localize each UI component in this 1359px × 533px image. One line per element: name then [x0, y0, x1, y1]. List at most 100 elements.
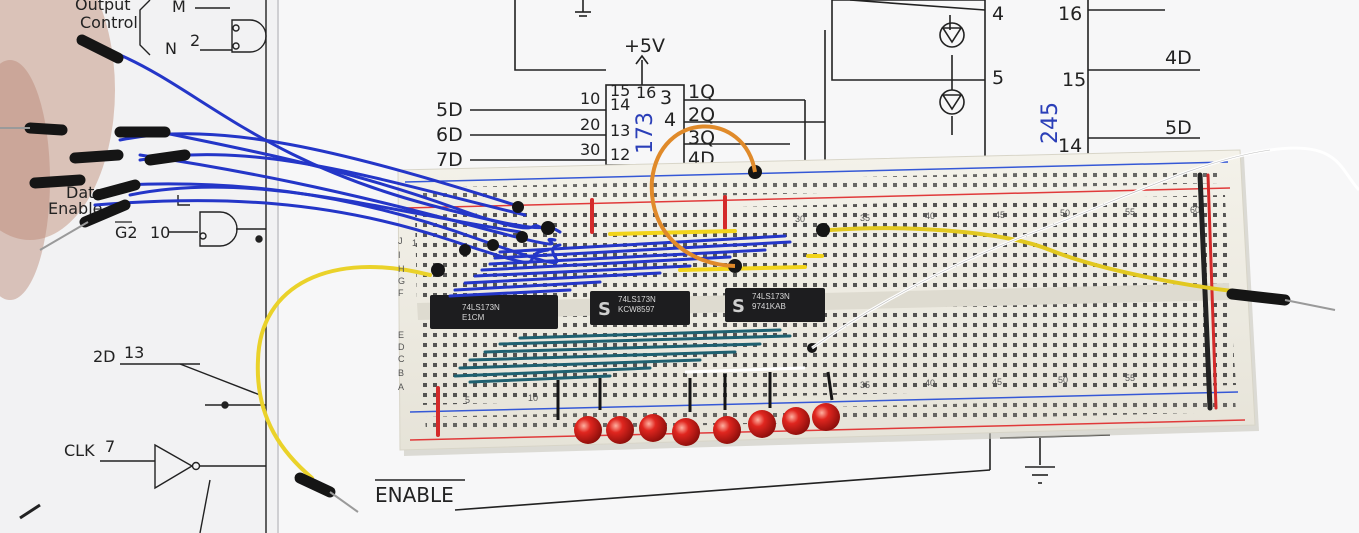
svg-text:J: J: [398, 236, 403, 246]
chip-pin-16: 16: [636, 83, 656, 102]
svg-text:9741KAB: 9741KAB: [752, 302, 786, 311]
svg-text:50: 50: [1060, 208, 1070, 218]
right-pin-5: 5: [992, 67, 1004, 89]
svg-text:74LS173N: 74LS173N: [462, 303, 500, 312]
svg-text:40: 40: [925, 211, 935, 221]
chip-pin-14: 14: [610, 95, 630, 114]
hand-blur: [0, 0, 115, 240]
g2-label: G2: [115, 223, 138, 242]
n-label: N: [165, 39, 177, 58]
input-6d: 6D: [436, 124, 463, 146]
chip-logo: S: [598, 299, 611, 320]
svg-text:10: 10: [528, 393, 538, 403]
svg-text:Control: Control: [80, 13, 138, 32]
svg-text:I: I: [398, 250, 401, 260]
wire-pins: [0, 127, 1336, 513]
input-5d: 5D: [436, 99, 463, 121]
clk-label: CLK: [64, 441, 95, 460]
ic-chip-3: S 74LS173N 9741KAB: [725, 288, 825, 322]
led-4: [672, 418, 700, 446]
right-pin-4: 4: [992, 3, 1004, 25]
left-schematic: [19, 0, 267, 533]
svg-text:50: 50: [1058, 375, 1068, 385]
clk-pin: 7: [105, 437, 115, 456]
svg-text:S: S: [732, 296, 745, 317]
led-8: [812, 403, 840, 431]
svg-text:45: 45: [992, 377, 1002, 387]
blue-data-wires: [93, 53, 792, 298]
output-pin-4: 4: [664, 109, 676, 131]
far-pin-16: 16: [1058, 3, 1082, 25]
led-6: [748, 410, 776, 438]
vertical-245-label: 245: [1038, 102, 1063, 144]
svg-text:30: 30: [795, 214, 805, 224]
led-3: [639, 414, 667, 442]
svg-text:KCW8597: KCW8597: [618, 305, 655, 314]
led-5: [713, 416, 741, 444]
2d-label: 2D: [93, 347, 116, 366]
svg-text:60: 60: [1190, 205, 1200, 215]
far-pin-14: 14: [1058, 135, 1082, 157]
chip-pin-12: 12: [610, 145, 630, 164]
enable-label: Enable: [48, 199, 103, 218]
output-2q: 2Q: [688, 104, 715, 126]
ic-chip-2: S 74LS173N KCW8597: [590, 291, 690, 325]
column-labels: 1 5 10 30 35 40 45 50 55 60 35 40 45 50 …: [412, 205, 1200, 405]
svg-text:35: 35: [860, 213, 870, 223]
chip-pin-13: 13: [610, 121, 630, 140]
svg-text:G: G: [398, 276, 405, 286]
enable-handwritten: ENABLE: [375, 483, 454, 507]
led-2: [606, 416, 634, 444]
led-7: [782, 407, 810, 435]
output-1q: 1Q: [688, 81, 715, 103]
rail-blue-top: [404, 161, 1229, 183]
orange-clock-wire: [649, 124, 757, 268]
rail-red-top: [404, 187, 1231, 209]
main-schematic: [375, 0, 1200, 511]
rail-jumpers: [436, 172, 1218, 437]
m-label: M: [172, 0, 186, 16]
teal-output-wires: [453, 328, 792, 384]
svg-text:C: C: [398, 354, 405, 364]
row-letters: J I H G F E D C B A: [398, 236, 405, 392]
led-row: [574, 403, 840, 446]
svg-text:55: 55: [1125, 207, 1135, 217]
svg-text:55: 55: [1125, 373, 1135, 383]
svg-text:45: 45: [995, 210, 1005, 220]
left-pin-30: 30: [580, 140, 600, 159]
chip-pin-15: 15: [610, 81, 630, 100]
white-bottom-jumper: [684, 366, 806, 374]
far-label-4d: 4D: [1165, 47, 1192, 69]
rail-blue-bottom: [409, 391, 1239, 413]
far-label-5d: 5D: [1165, 117, 1192, 139]
svg-text:E: E: [398, 330, 404, 340]
svg-text:74LS173N: 74LS173N: [618, 295, 656, 304]
svg-text:40: 40: [925, 378, 935, 388]
g2-pin: 10: [150, 223, 170, 242]
led-legs: [556, 371, 834, 420]
left-pin-10: 10: [580, 89, 600, 108]
plug-points: [431, 165, 830, 353]
svg-text:H: H: [398, 264, 405, 274]
svg-text:D: D: [398, 342, 405, 352]
far-pin-15: 15: [1062, 69, 1086, 91]
input-7d: 7D: [436, 149, 463, 171]
yellow-jumpers: [255, 226, 1242, 480]
svg-text:E1CM: E1CM: [462, 313, 485, 322]
vcc-label: +5V: [624, 35, 665, 57]
left-pin-20: 20: [580, 115, 600, 134]
svg-text:A: A: [398, 382, 404, 392]
output-control-label: Output: [75, 0, 131, 14]
2d-pin: 13: [124, 343, 144, 362]
svg-text:74LS173N: 74LS173N: [752, 292, 790, 301]
svg-text:5: 5: [465, 395, 470, 405]
svg-text:1: 1: [412, 238, 417, 248]
output-pin-3: 3: [660, 87, 672, 109]
ic-chip-1: 74LS173N E1CM: [430, 295, 558, 329]
n-pin: 2: [190, 31, 200, 50]
led-1: [574, 416, 602, 444]
chip-173-label: 173: [633, 112, 658, 154]
output-3q: 3Q: [688, 127, 715, 149]
svg-text:F: F: [398, 288, 404, 298]
